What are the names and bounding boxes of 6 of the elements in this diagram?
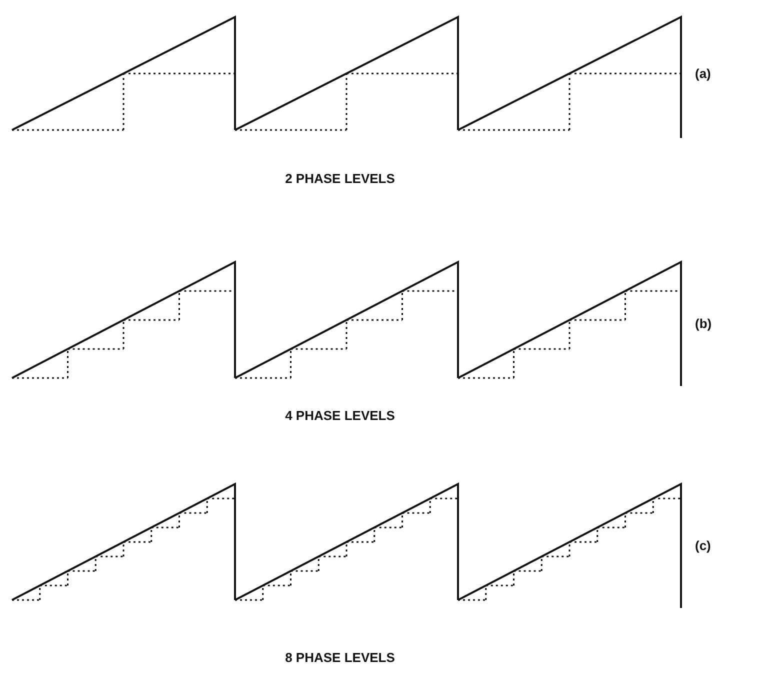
panel-caption: 2 PHASE LEVELS (285, 171, 395, 186)
panel-letter: (a) (695, 66, 711, 81)
panel-letter: (c) (695, 538, 711, 553)
panel-caption: 4 PHASE LEVELS (285, 408, 395, 423)
panel-caption: 8 PHASE LEVELS (285, 650, 395, 665)
panel-letter: (b) (695, 316, 712, 331)
